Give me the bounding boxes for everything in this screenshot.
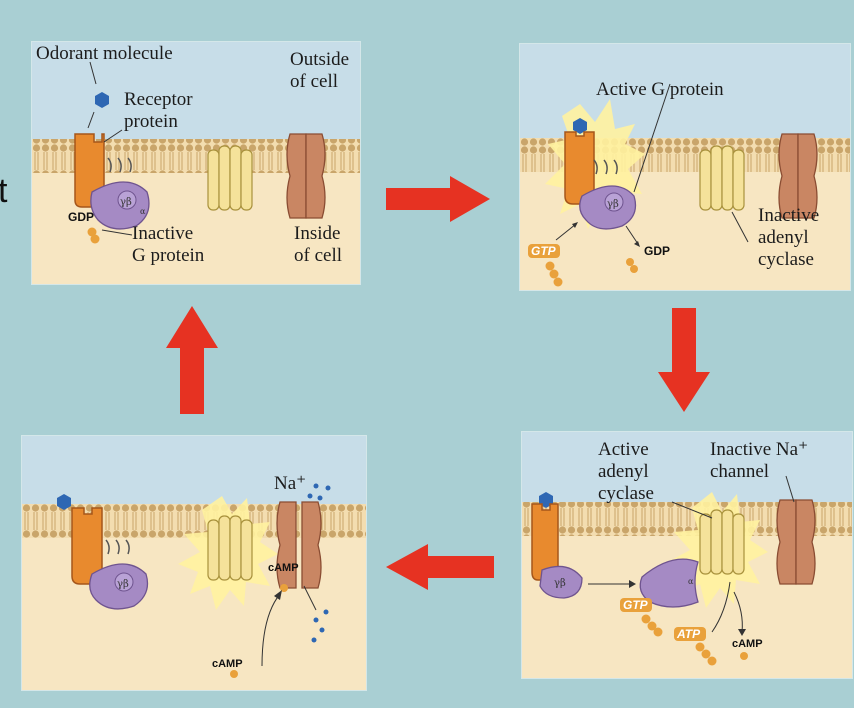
gtp-label: GTP	[623, 598, 648, 612]
panel-adenylyl-cyclase-activation: γβ α Active adenyl c	[522, 432, 852, 678]
panel-channel-opening: γβ Na⁺ cAMP cAMP	[22, 436, 366, 690]
adenylyl-cyclase	[699, 509, 745, 575]
inactive-na-label-line2: channel	[710, 461, 770, 482]
atp-label: ATP	[677, 627, 701, 641]
inactive-ac-label-line3: cyclase	[758, 249, 814, 270]
inside-label-line1: Inside	[294, 223, 341, 244]
sodium-ions	[307, 483, 331, 643]
adenylyl-cyclase	[207, 515, 253, 581]
na-channel	[776, 499, 816, 585]
svg-text:γβ: γβ	[554, 578, 566, 589]
svg-text:γβ: γβ	[607, 199, 619, 210]
active-ac-label-line2: adenyl	[598, 461, 649, 482]
svg-text:γβ: γβ	[120, 197, 132, 208]
panel-inactive-state: γβ α Odorant molecule Receptor protein O…	[32, 42, 360, 284]
arrow-left	[386, 544, 494, 590]
g-beta-gamma	[539, 565, 583, 599]
inactive-ac-label-line2: adenyl	[758, 227, 809, 248]
odorant-label: Odorant molecule	[36, 43, 173, 64]
outside-label-line2: of cell	[290, 71, 339, 92]
receptor-label-line2: protein	[124, 111, 178, 132]
panel-4-illustration: γβ	[22, 436, 366, 678]
odorant-molecule	[573, 118, 587, 134]
svg-text:α: α	[688, 577, 694, 586]
receptor-label-line1: Receptor	[124, 89, 193, 110]
inactive-na-label-line1: Inactive Na⁺	[710, 439, 809, 460]
adenylyl-cyclase	[207, 145, 253, 211]
camp-free-label: cAMP	[212, 658, 243, 670]
inactive-g-label-line2: G protein	[132, 245, 205, 266]
svg-text:α: α	[140, 207, 146, 216]
camp-label: cAMP	[732, 638, 763, 650]
na-channel	[286, 133, 326, 219]
arrow-down	[658, 308, 710, 412]
svg-text:γβ: γβ	[117, 579, 129, 590]
gtp-label: GTP	[531, 244, 556, 258]
panel-2-illustration: γβ	[520, 44, 850, 287]
active-ac-label-line3: cyclase	[598, 483, 654, 504]
outside-label-line1: Outside	[290, 49, 350, 70]
active-g-protein-label: Active G protein	[596, 79, 724, 100]
panel-g-protein-activation: γβ Active G protein Inactive adenyl cycl…	[520, 44, 850, 290]
extracellular-space	[22, 436, 366, 506]
arrow-right	[386, 176, 490, 222]
active-ac-label-line1: Active	[598, 439, 649, 460]
odorant-molecule	[95, 92, 109, 108]
odorant-molecule	[57, 494, 71, 510]
extracellular-space	[522, 432, 852, 504]
na-channel	[778, 133, 818, 219]
inactive-g-label-line1: Inactive	[132, 223, 194, 244]
inactive-ac-label-line1: Inactive	[758, 205, 820, 226]
arrow-up	[166, 306, 218, 414]
gdp-label: GDP	[68, 210, 95, 224]
inside-label-line2: of cell	[294, 245, 343, 266]
adenylyl-cyclase	[699, 145, 745, 211]
gdp-label: GDP	[644, 244, 671, 258]
g-alpha-subunit	[639, 558, 699, 608]
panel-3-illustration: γβ α	[522, 432, 852, 666]
na-channel-open	[276, 501, 322, 589]
panel-1-illustration: γβ α	[32, 42, 360, 244]
edge-glyph: t	[0, 172, 8, 210]
camp-bound-label: cAMP	[268, 562, 299, 574]
na-label: Na⁺	[274, 473, 307, 494]
extracellular-space	[32, 42, 360, 142]
